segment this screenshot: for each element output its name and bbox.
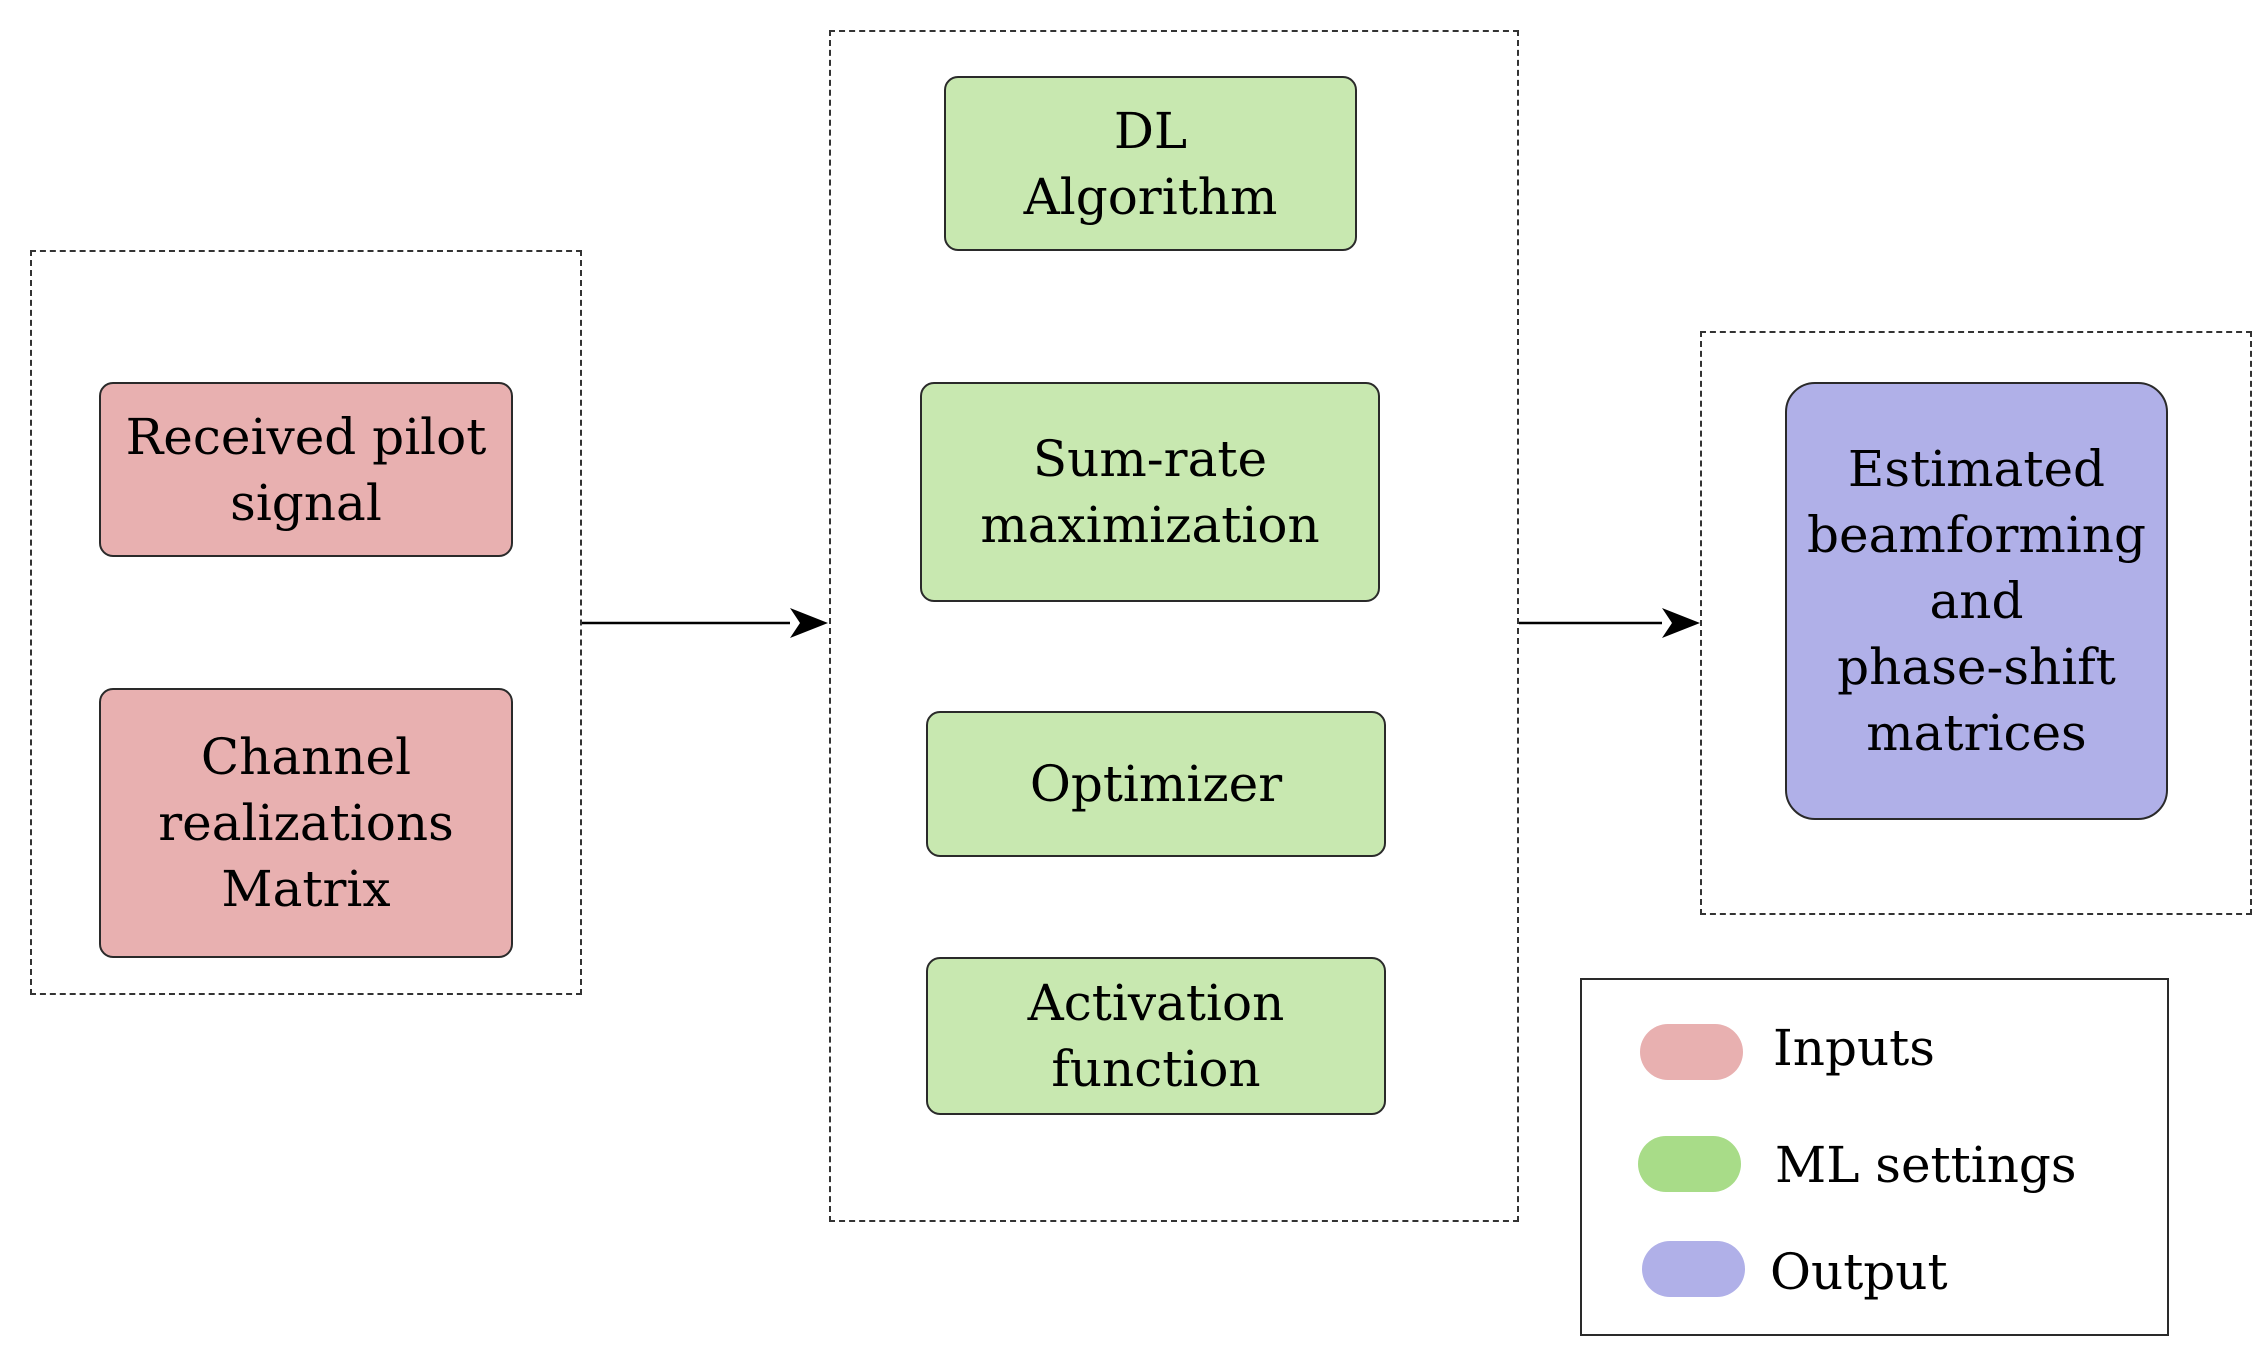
inputs-to-ml-arrow — [582, 608, 828, 638]
optimizer-node: Optimizer — [926, 711, 1386, 857]
inputs-group — [30, 250, 582, 995]
ml-settings-group — [829, 30, 1519, 1222]
legend-swatch-output — [1642, 1241, 1745, 1297]
channel-realizations-matrix-node: Channel realizations Matrix — [99, 688, 513, 958]
legend-swatch-inputs — [1640, 1024, 1743, 1080]
legend-label-inputs: Inputs — [1773, 1019, 1935, 1077]
dl-algorithm-node: DL Algorithm — [944, 76, 1357, 251]
legend-swatch-ml-settings — [1638, 1136, 1741, 1192]
received-pilot-signal-node: Received pilot signal — [99, 382, 513, 557]
output-group — [1700, 331, 2252, 915]
ml-to-output-arrow — [1519, 608, 1700, 638]
legend-label-output: Output — [1770, 1243, 1948, 1301]
legend: Inputs ML settings Output — [1580, 978, 2169, 1336]
estimated-matrices-node: Estimated beamforming and phase-shift ma… — [1785, 382, 2168, 820]
activation-function-node: Activation function — [926, 957, 1386, 1115]
legend-label-ml-settings: ML settings — [1775, 1136, 2077, 1194]
sum-rate-maximization-node: Sum-rate maximization — [920, 382, 1380, 602]
